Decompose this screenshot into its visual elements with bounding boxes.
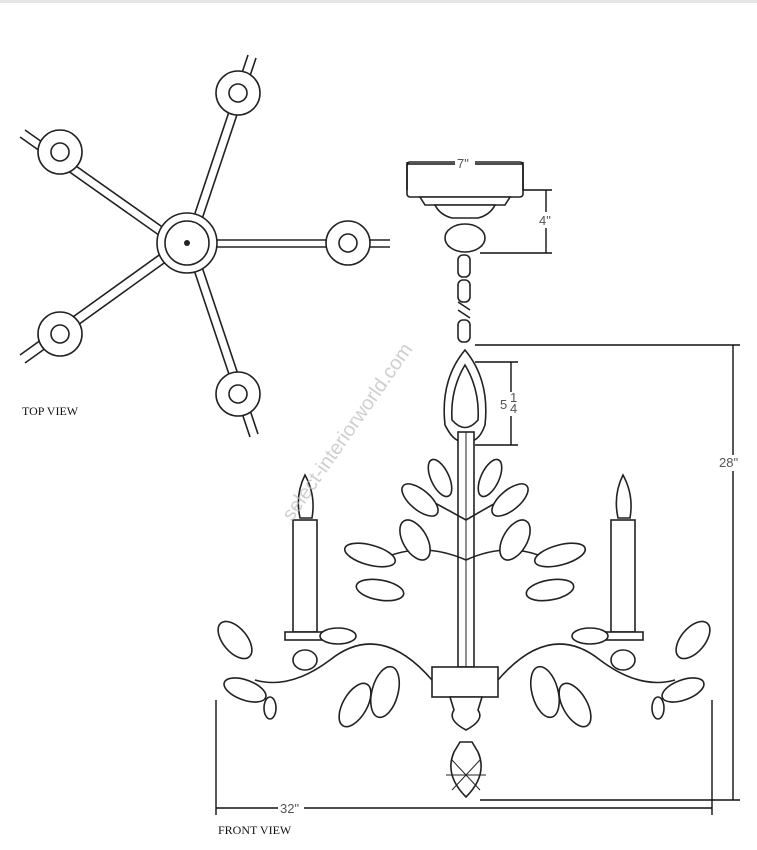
loop-height-whole: 5 (500, 397, 507, 412)
top-view-cups (37, 70, 371, 417)
watermark: select-interiorworld.com (278, 339, 417, 525)
top-view-diagram (19, 54, 390, 438)
canopy-width-dimension: 7" (457, 156, 469, 171)
front-view-label: FRONT VIEW (218, 823, 292, 837)
front-view-diagram (217, 161, 711, 799)
canopy-height-dimension: 4" (539, 213, 551, 228)
loop-height-numerator: 1 (510, 390, 517, 405)
left-candle (284, 473, 326, 671)
top-view-label: TOP VIEW (22, 404, 79, 418)
leaves (217, 458, 711, 728)
top-border (0, 0, 757, 3)
right-candle (602, 473, 644, 671)
overall-width-dimension: 32" (280, 801, 299, 816)
loop-height-denominator: 4 (510, 401, 517, 416)
overall-height-dimension: 28" (719, 455, 738, 470)
